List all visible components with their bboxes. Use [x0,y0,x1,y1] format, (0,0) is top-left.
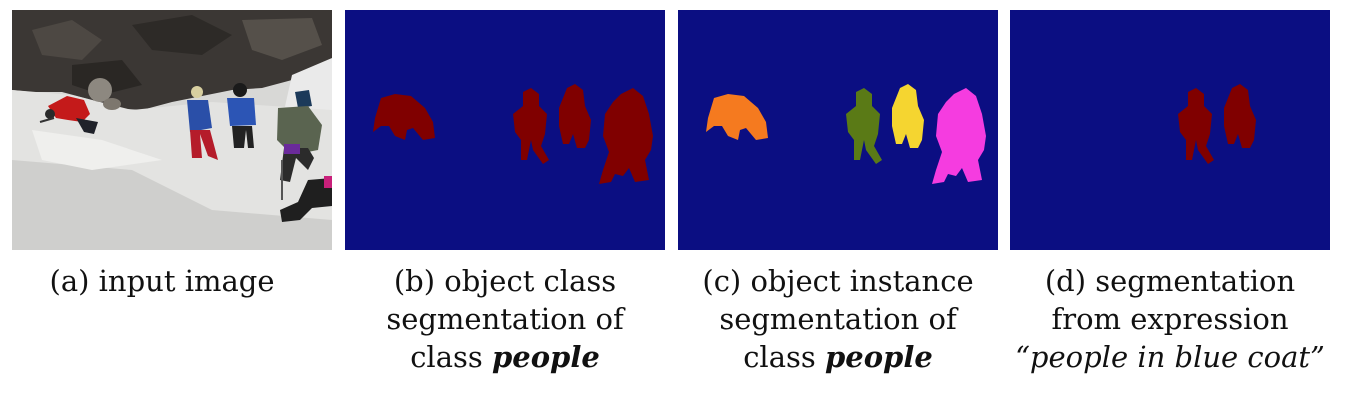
caption-c: (c) object instance segmentation of clas… [668,262,1008,376]
caption-b-line3: class people [335,338,675,376]
caption-c-line1: (c) object instance [702,264,974,298]
instance-mask-orange [706,94,768,140]
expression-mask-1 [1178,88,1214,164]
caption-a-text: (a) input image [49,264,275,298]
caption-d-line2: from expression [1051,302,1289,336]
class-segmentation-image [345,10,665,250]
caption-c-line2: segmentation of [719,302,957,336]
caption-d-expression: “people in blue coat” [1015,340,1325,374]
person-mask-4 [599,88,653,184]
caption-c-line3: class people [668,338,1008,376]
caption-b-prefix: class [410,340,492,374]
person-mask-1 [373,94,435,140]
person-mask-3 [559,84,591,148]
instance-segmentation-image [678,10,998,250]
expression-mask-2 [1224,84,1256,148]
caption-a: (a) input image [0,262,332,300]
caption-c-emphasis: people [824,340,933,374]
caption-d-line1: (d) segmentation [1044,264,1296,298]
instance-mask-magenta [932,88,986,184]
instance-mask-green [846,88,882,164]
caption-d: (d) segmentation from expression “people… [1000,262,1340,376]
caption-b-emphasis: people [491,340,600,374]
instance-mask-yellow [892,84,924,148]
expression-segmentation-image [1010,10,1330,250]
caption-c-prefix: class [743,340,825,374]
caption-b-line2: segmentation of [386,302,624,336]
input-image [12,10,332,250]
caption-b: (b) object class segmentation of class p… [335,262,675,376]
person-mask-2 [513,88,549,164]
caption-b-line1: (b) object class [393,264,617,298]
